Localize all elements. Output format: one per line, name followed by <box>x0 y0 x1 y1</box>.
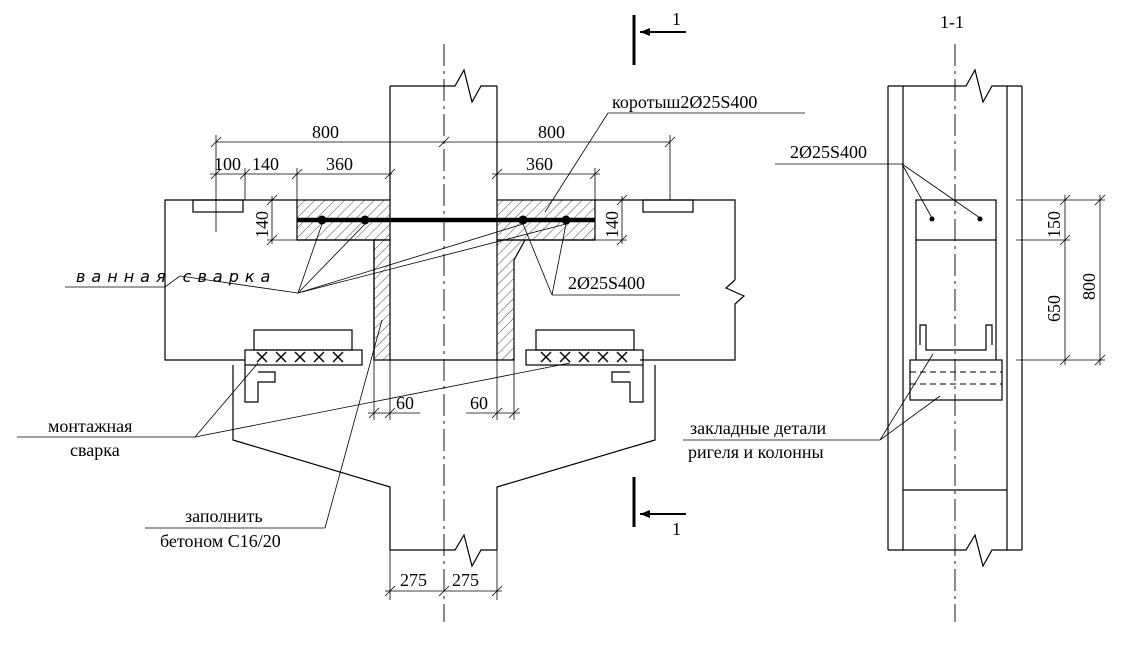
dim-650: 650 <box>1044 295 1064 322</box>
left-weld-crosses <box>256 351 344 363</box>
section-mark-bottom: 1 <box>632 477 686 539</box>
column-console <box>232 365 656 568</box>
weld-cross-mark <box>275 351 287 363</box>
bath-weld-label: ванная сварка <box>76 267 276 286</box>
right-weld-crosses <box>540 351 628 363</box>
dimension-lines <box>210 135 676 600</box>
section-bars-label: 2Ø25S400 <box>790 142 867 162</box>
bar-dot-4 <box>561 215 571 225</box>
dim-800-left: 800 <box>312 122 339 142</box>
dim-275-right: 275 <box>452 570 479 590</box>
section-title: 1-1 <box>940 12 964 32</box>
upper-column <box>389 68 498 200</box>
labels: коротыш2Ø25S400 ванная сварка 2Ø25S400 м… <box>48 92 757 551</box>
section-mark-top: 1 <box>632 9 686 65</box>
weld-cross-mark <box>313 351 325 363</box>
dim-140: 140 <box>252 154 279 174</box>
dim-800-side: 800 <box>1079 273 1099 300</box>
short-bar-label: коротыш2Ø25S400 <box>612 92 757 112</box>
weld-cross-mark <box>616 351 628 363</box>
bars-right-label: 2Ø25S400 <box>568 273 645 293</box>
embedded-label-2: ригеля и колонны <box>688 442 824 462</box>
embedded-label-1: закладные детали <box>690 418 827 438</box>
bar-dot-3 <box>518 215 528 225</box>
mount-weld-label-1: монтажная <box>48 416 132 436</box>
fill-label-1: заполнить <box>185 506 263 526</box>
bar-dot-1 <box>317 215 327 225</box>
weld-cross-mark <box>597 351 609 363</box>
dim-150: 150 <box>1044 211 1064 238</box>
dim-100: 100 <box>214 154 241 174</box>
dim-360-left: 360 <box>326 154 353 174</box>
dim-140-right-vert: 140 <box>602 211 622 238</box>
dim-140-left-vert: 140 <box>252 211 272 238</box>
main-elevation: 1 1 <box>17 9 805 622</box>
dim-360-right: 360 <box>526 154 553 174</box>
leaders <box>17 112 805 529</box>
weld-cross-mark <box>540 351 552 363</box>
dim-60-right: 60 <box>470 393 488 413</box>
dim-800-right: 800 <box>538 122 565 142</box>
section-mark-top-label: 1 <box>672 9 681 29</box>
section-1-1: 1-1 150 650 800 <box>683 12 1106 622</box>
weld-cross-mark <box>294 351 306 363</box>
bar-dot-2 <box>360 215 370 225</box>
weld-cross-mark <box>559 351 571 363</box>
fill-label-2: бетоном С16/20 <box>160 531 281 551</box>
dimension-texts: 800 800 100 140 360 360 140 140 60 60 27… <box>214 122 622 590</box>
weld-cross-mark <box>332 351 344 363</box>
left-beam <box>164 199 391 403</box>
weld-cross-mark <box>578 351 590 363</box>
dim-60-left: 60 <box>396 393 414 413</box>
weld-cross-mark <box>256 351 268 363</box>
mount-weld-label-2: сварка <box>70 440 120 460</box>
dim-275-left: 275 <box>400 570 427 590</box>
section-mark-bottom-label: 1 <box>672 519 681 539</box>
